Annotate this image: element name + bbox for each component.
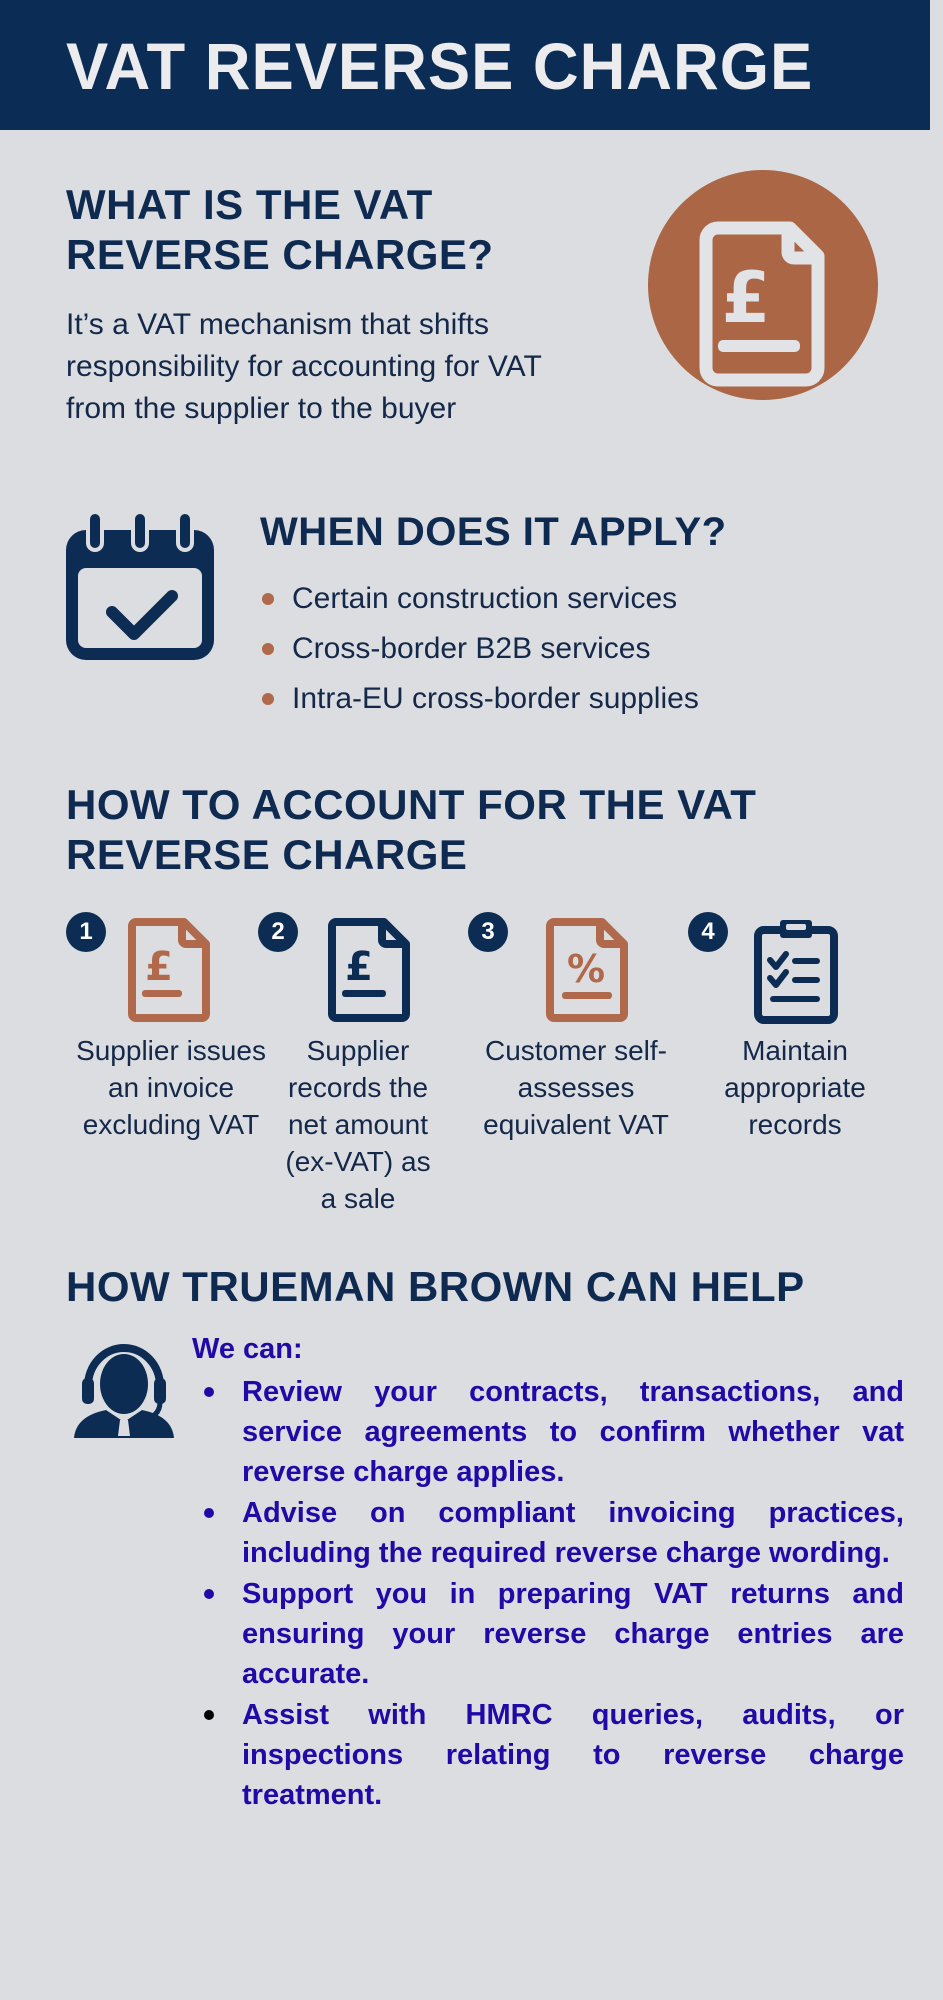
bullet-dot-icon	[262, 693, 274, 705]
what-is-description: It’s a VAT mechanism that shifts respons…	[66, 308, 542, 425]
list-item: Support you in preparing VAT returns and…	[200, 1574, 904, 1694]
svg-text:£: £	[722, 257, 771, 339]
step-number-badge: 4	[688, 912, 728, 952]
bullet-dot-icon	[204, 1387, 214, 1397]
clipboard-checklist-icon	[752, 916, 842, 1024]
bullet-dot-icon	[204, 1710, 214, 1720]
when-applies-heading: WHEN DOES IT APPLY?	[260, 510, 727, 554]
pound-invoice-icon: £	[126, 916, 216, 1024]
what-is-heading: WHAT IS THE VAT REVERSE CHARGE?	[66, 181, 494, 278]
header-banner: VAT REVERSE CHARGE	[0, 0, 930, 130]
how-to-account-heading: HOW TO ACCOUNT FOR THE VAT REVERSE CHARG…	[66, 781, 757, 878]
page-title: VAT REVERSE CHARGE	[66, 29, 814, 103]
pound-invoice-icon: £	[326, 916, 416, 1024]
help-services-list: Review your contracts, transactions, and…	[200, 1372, 904, 1816]
when-applies-list: Certain construction services Cross-bord…	[262, 574, 699, 724]
list-item: Review your contracts, transactions, and…	[200, 1372, 904, 1492]
help-intro: We can:	[192, 1333, 303, 1365]
list-item: Intra-EU cross-border supplies	[262, 674, 699, 724]
step-label: Supplier issues an invoice excluding VAT	[76, 1035, 266, 1140]
bullet-dot-icon	[204, 1589, 214, 1599]
step-label: Maintain appropriate records	[724, 1035, 866, 1140]
svg-text:£: £	[345, 944, 373, 990]
percent-document-icon: %	[544, 916, 634, 1024]
pound-invoice-icon: £	[648, 170, 878, 400]
step-label: Customer self-assesses equivalent VAT	[483, 1035, 669, 1140]
svg-text:£: £	[145, 944, 173, 990]
svg-text:%: %	[567, 947, 605, 991]
bullet-dot-icon	[204, 1508, 214, 1518]
list-item: Cross-border B2B services	[262, 624, 699, 674]
bullet-dot-icon	[262, 643, 274, 655]
how-we-help-heading: HOW TRUEMAN BROWN CAN HELP	[66, 1263, 805, 1310]
support-agent-icon	[72, 1328, 176, 1440]
list-item: Assist with HMRC queries, audits, or ins…	[200, 1695, 904, 1815]
step-number-badge: 2	[258, 912, 298, 952]
list-item: Certain construction services	[262, 574, 699, 624]
step-number-badge: 3	[468, 912, 508, 952]
calendar-check-icon	[64, 510, 219, 665]
list-item: Advise on compliant invoicing practices,…	[200, 1493, 904, 1573]
step-number-badge: 1	[66, 912, 106, 952]
step-label: Supplier records the net amount (ex-VAT)…	[285, 1035, 431, 1214]
bullet-dot-icon	[262, 593, 274, 605]
